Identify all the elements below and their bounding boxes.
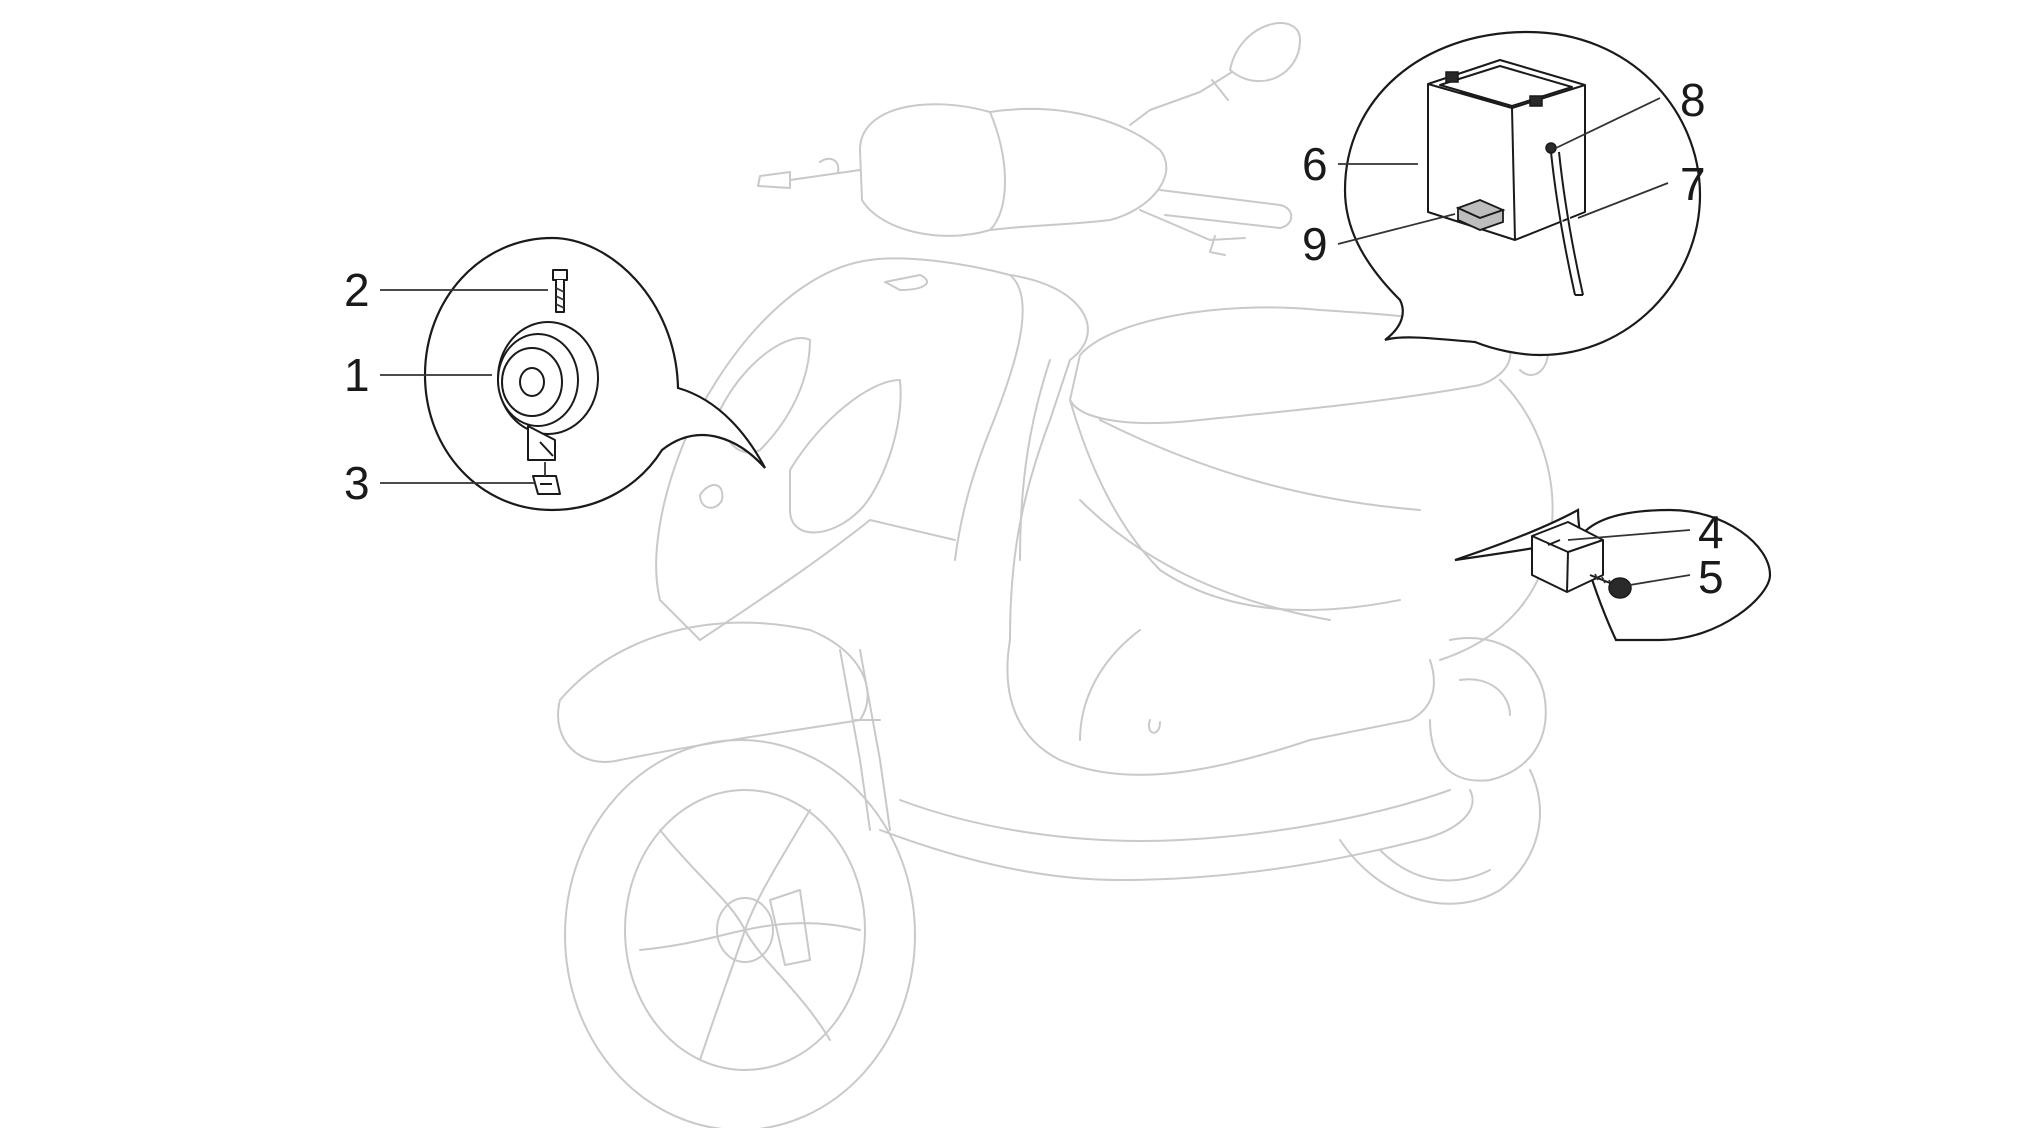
bolt-head: [1608, 577, 1632, 599]
callout-7: 7: [1680, 158, 1706, 210]
callout-labels: 2 1 3 4 5 6 7 8 9: [344, 74, 1724, 603]
horn-center-icon: [519, 367, 545, 397]
callout-5: 5: [1698, 551, 1724, 603]
callout-4: 4: [1698, 506, 1724, 558]
callout-9: 9: [1302, 218, 1328, 270]
terminal-icon: [1445, 71, 1459, 83]
terminal-icon: [1529, 95, 1543, 107]
relay-detail-bubble: [1454, 508, 1772, 642]
vent-nipple: [1545, 142, 1557, 154]
callout-6: 6: [1302, 138, 1328, 190]
callout-8: 8: [1680, 74, 1706, 126]
scooter-outline: [557, 22, 1554, 1128]
battery-detail-bubble: [1337, 30, 1702, 357]
horn-detail-bubble: [380, 236, 766, 512]
screw-head: [552, 269, 568, 281]
callout-1: 1: [344, 349, 370, 401]
callout-2: 2: [344, 264, 370, 316]
battery-box: [1427, 59, 1586, 241]
vent-hose: [1550, 151, 1576, 296]
callout-3: 3: [344, 457, 370, 509]
